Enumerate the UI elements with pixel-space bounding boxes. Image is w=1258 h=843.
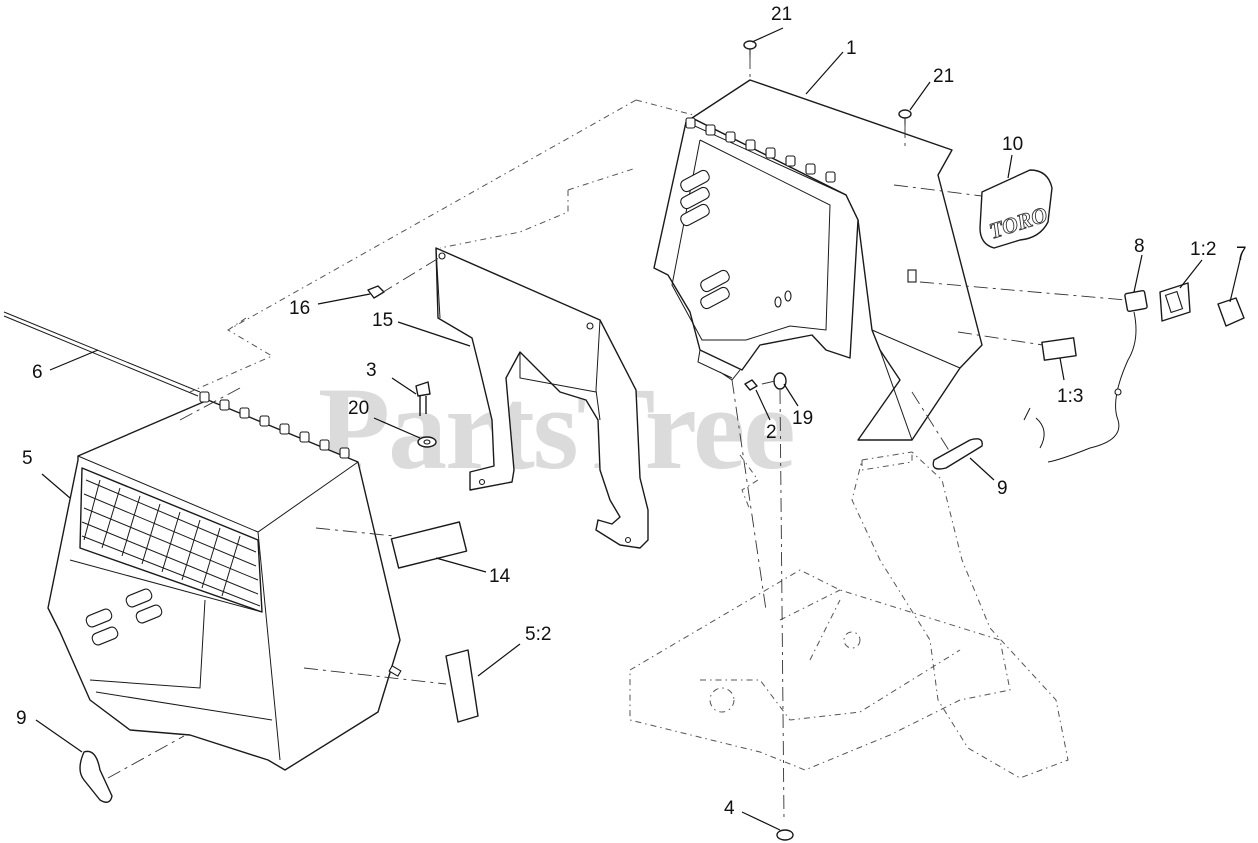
- toro-logo-decal-part-10: TORO: [979, 169, 1053, 249]
- upper-console-part-1: [653, 79, 983, 441]
- callout-6: 6: [32, 362, 43, 383]
- callout-4: 4: [724, 798, 735, 819]
- callout-21-top: 21: [771, 4, 792, 25]
- front-guard-part-5: [47, 391, 402, 771]
- callout-16: 16: [289, 298, 310, 319]
- callout-labels: 21 1 21 10 8 1:2 7 16 15 6 3 20 2 19 1:3…: [16, 4, 1247, 819]
- leader-lines: [35, 27, 1241, 831]
- callout-19: 19: [792, 408, 813, 429]
- switch-assembly: [1023, 282, 1245, 463]
- callout-1-2: 1:2: [1190, 239, 1216, 260]
- callout-2: 2: [766, 422, 777, 443]
- decal-part-1-3: [1041, 337, 1077, 361]
- callout-1-3: 1:3: [1057, 386, 1083, 407]
- decal-part-5-2: [445, 649, 479, 723]
- callout-15: 15: [372, 310, 393, 331]
- callout-8: 8: [1134, 236, 1145, 257]
- callout-3: 3: [366, 360, 377, 381]
- callout-9-left: 9: [16, 708, 27, 729]
- callout-21-right: 21: [933, 66, 954, 87]
- assembly-outline: [189, 99, 759, 511]
- callout-14: 14: [489, 566, 511, 587]
- hardware: [79, 40, 983, 841]
- callout-10: 10: [1002, 134, 1023, 155]
- relationship-lines: [107, 55, 1127, 821]
- callout-7: 7: [1236, 244, 1247, 265]
- callout-9-right: 9: [997, 478, 1008, 499]
- callout-20: 20: [348, 398, 369, 419]
- frame-ghost: [629, 451, 1069, 779]
- callout-5-2: 5:2: [525, 624, 551, 645]
- decal-part-14: [390, 521, 468, 569]
- callout-1: 1: [846, 38, 857, 59]
- hinge-rod-part-6: [3, 311, 201, 397]
- callout-5: 5: [22, 448, 33, 469]
